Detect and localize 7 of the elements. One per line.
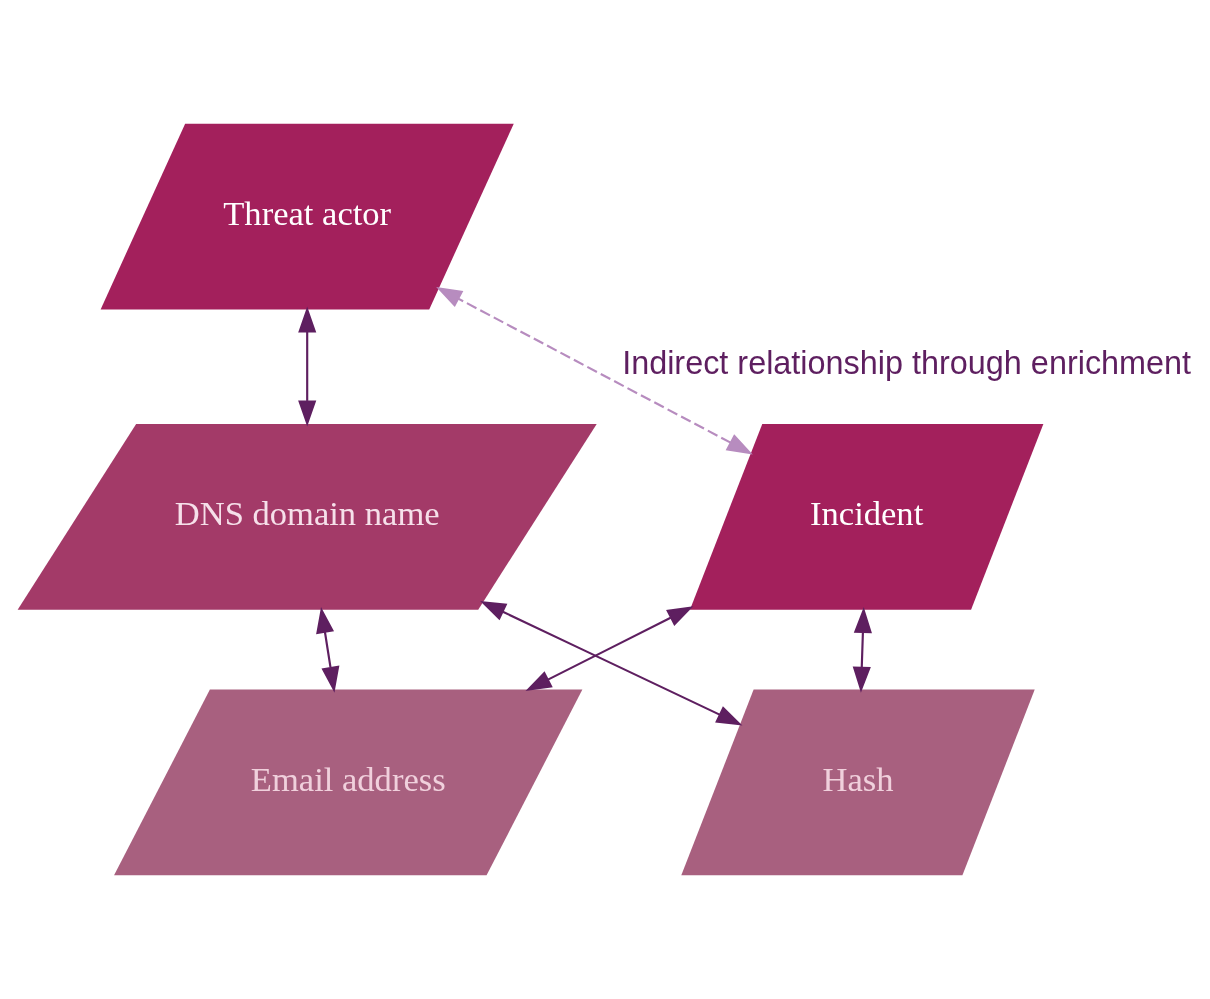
arrow <box>480 600 743 726</box>
arrow <box>852 607 872 693</box>
arrow <box>298 306 317 427</box>
edge-label: Indirect relationship through enrichment <box>622 345 1192 382</box>
arrow <box>316 607 340 693</box>
arrow <box>525 606 694 691</box>
arrow <box>436 286 753 455</box>
